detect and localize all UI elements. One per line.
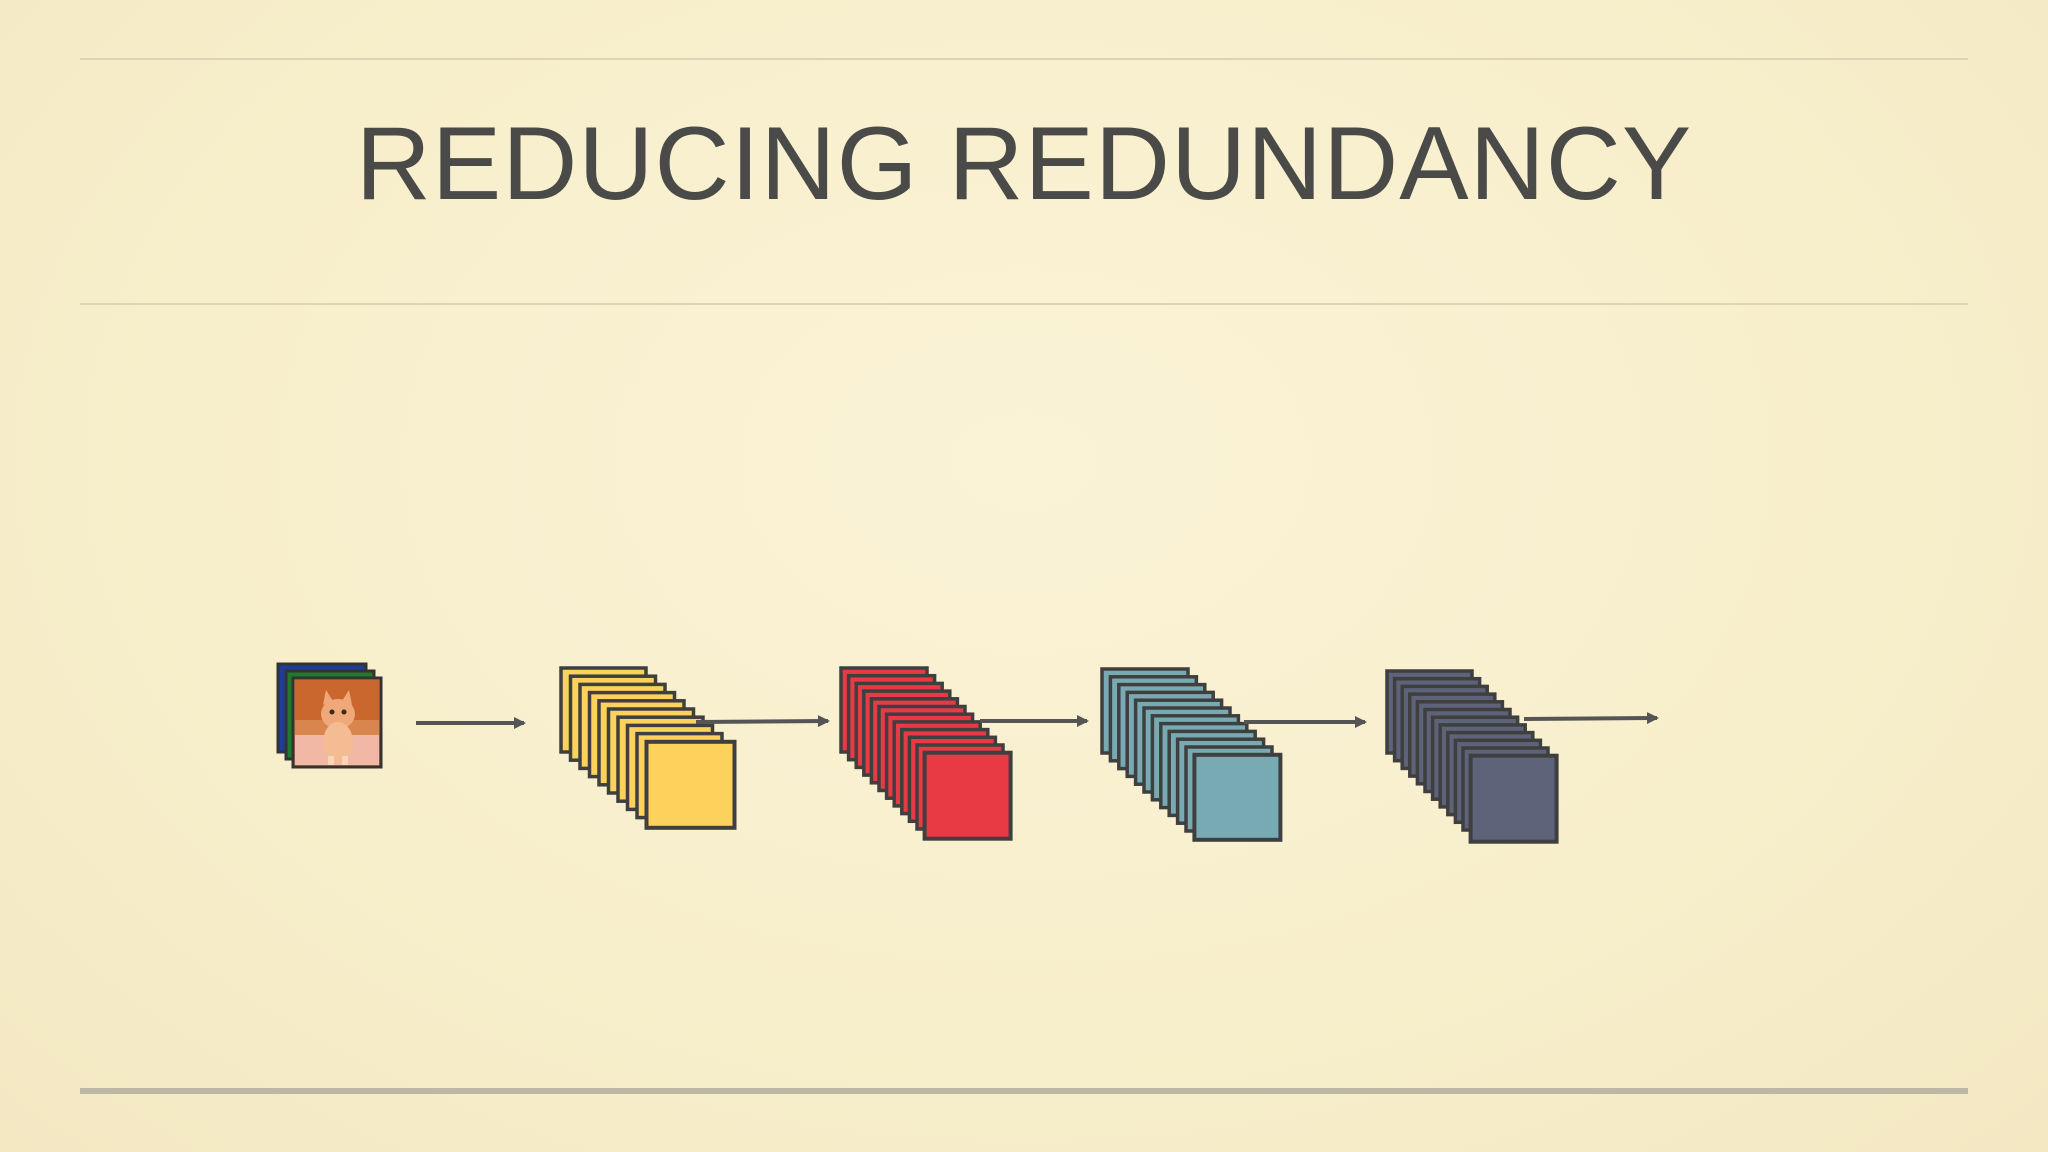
kitten-photo-icon bbox=[291, 676, 383, 769]
layer-1-stack bbox=[559, 666, 737, 830]
slide-title: REDUCING REDUNDANCY bbox=[355, 106, 1693, 222]
layer-3-front-map bbox=[1192, 752, 1283, 842]
arrow-5 bbox=[1523, 712, 1659, 725]
top-divider bbox=[80, 58, 1968, 60]
input-image bbox=[276, 662, 383, 769]
arrow-2 bbox=[695, 715, 830, 728]
bottom-divider bbox=[80, 1088, 1968, 1094]
layer-2-front-map bbox=[922, 750, 1013, 841]
layer-3-stack bbox=[1100, 667, 1283, 842]
layer-4-front-map bbox=[1468, 753, 1559, 844]
title-divider bbox=[80, 303, 1968, 305]
arrows bbox=[416, 712, 1659, 729]
layer-4-stack bbox=[1385, 669, 1559, 844]
layer-2-stack bbox=[839, 666, 1013, 841]
layer-1-front-map bbox=[644, 739, 737, 830]
feature-map-layers bbox=[559, 666, 1559, 844]
